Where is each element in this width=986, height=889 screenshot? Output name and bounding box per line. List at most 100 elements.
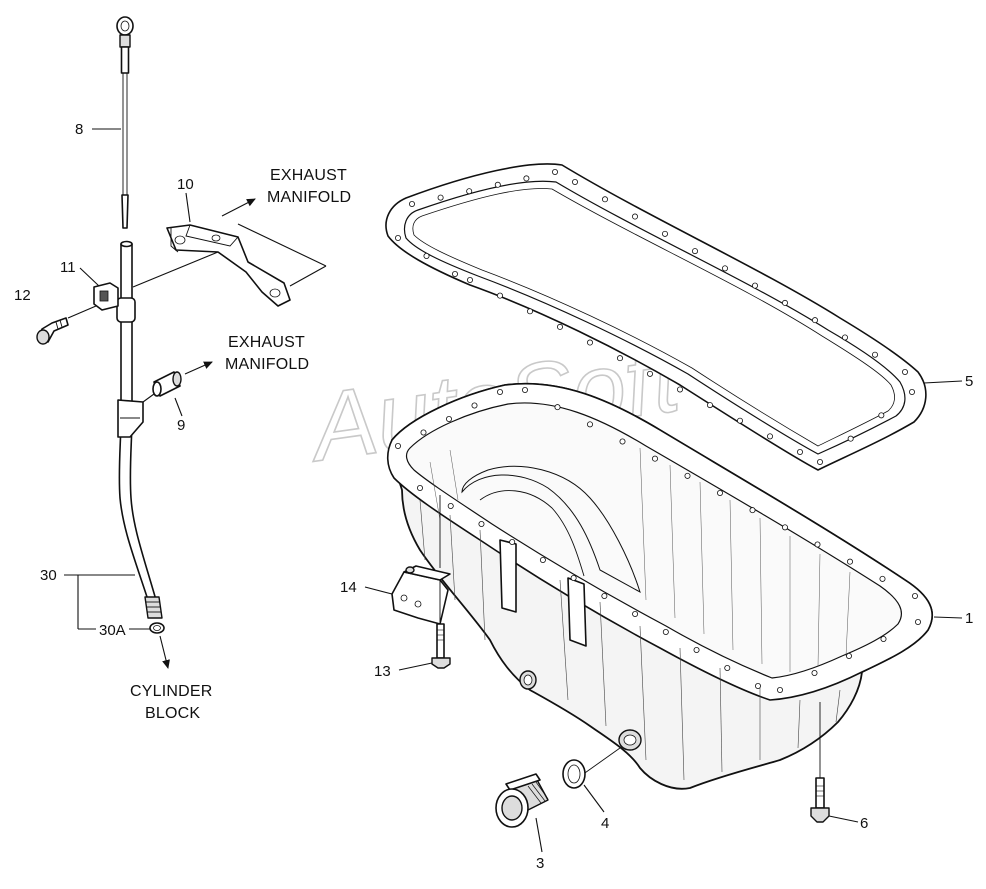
bolt-hole <box>777 687 784 694</box>
washer-4 <box>562 759 586 789</box>
callout-30a: 30A <box>99 622 126 639</box>
bolt-hole <box>466 276 473 283</box>
bolt-hole <box>647 370 654 377</box>
bolt-hole <box>717 489 724 496</box>
callout-9: 9 <box>177 417 185 434</box>
bolt-hole <box>572 178 579 185</box>
bolt-hole <box>737 417 744 424</box>
bolt-hole <box>872 351 879 358</box>
bolt-hole <box>878 412 885 419</box>
bolt-13 <box>431 623 451 669</box>
bracket-14 <box>391 565 451 625</box>
bolt-hole <box>782 524 789 531</box>
bolt-hole <box>880 636 887 643</box>
bolt-hole <box>496 388 503 395</box>
bolt-hole <box>724 665 731 672</box>
dipstick-assembly <box>116 16 165 634</box>
callout-3: 3 <box>536 855 544 872</box>
bolt-hole <box>814 541 821 548</box>
bolt-hole <box>522 386 529 393</box>
bolt-hole <box>496 292 503 299</box>
bolt-hole <box>782 299 789 306</box>
exhaust-manifold-mid-line1: EXHAUST <box>228 334 305 351</box>
bolt-hole <box>909 388 916 395</box>
bolt-hole <box>847 435 854 442</box>
bolt-hole <box>408 200 415 207</box>
bolt-hole <box>601 593 608 600</box>
gasket-bolt-holes <box>394 168 916 465</box>
bolt-hole <box>394 234 401 241</box>
callout-14: 14 <box>340 579 357 596</box>
bolt-hole <box>617 355 624 362</box>
callout-6: 6 <box>860 815 868 832</box>
exhaust-manifold-top-line1: EXHAUST <box>270 167 347 184</box>
bolt-hole <box>494 181 501 188</box>
oil-pan-gasket-5 <box>385 163 927 471</box>
bolt-hole <box>752 282 759 289</box>
clip-11 <box>93 282 119 311</box>
bolt-hole <box>570 575 577 582</box>
cylinder-block-label-line2: BLOCK <box>145 705 200 722</box>
callout-1: 1 <box>965 610 973 627</box>
bolt-hole <box>420 429 427 436</box>
spacer-9 <box>152 371 182 397</box>
bolt-hole <box>466 188 473 195</box>
cylinder-block-label-line1: CYLINDER <box>130 683 213 700</box>
bolt-hole <box>554 404 561 411</box>
bolt-hole <box>451 270 458 277</box>
bolt-hole <box>707 402 714 409</box>
bolt-hole <box>478 521 485 528</box>
bolt-hole <box>416 484 423 491</box>
bracket-10 <box>166 224 291 307</box>
bolt-hole <box>557 323 564 330</box>
callout-10: 10 <box>177 176 194 193</box>
bolt-hole <box>423 252 430 259</box>
callout-30: 30 <box>40 567 57 584</box>
bolt-hole <box>509 539 516 546</box>
bolt-hole <box>846 653 853 660</box>
bolt-hole <box>902 368 909 375</box>
bolt-hole <box>812 317 819 324</box>
bolt-hole <box>437 194 444 201</box>
bolt-hole <box>471 402 478 409</box>
callout-5: 5 <box>965 373 973 390</box>
bolt-hole <box>693 647 700 654</box>
bolt-hole <box>619 438 626 445</box>
drain-plug-3 <box>495 773 549 828</box>
bolt-12 <box>36 317 69 345</box>
bolt-hole <box>539 557 546 564</box>
bolt-hole <box>684 472 691 479</box>
bolt-hole <box>523 175 530 182</box>
bolt-hole <box>632 611 639 618</box>
bolt-hole <box>915 619 922 626</box>
bolt-hole <box>842 334 849 341</box>
bolt-hole <box>662 230 669 237</box>
bolt-hole <box>912 593 919 600</box>
bolt-hole <box>447 502 454 509</box>
bolt-hole <box>755 683 762 690</box>
bolt-hole <box>879 575 886 582</box>
bolt-hole <box>797 448 804 455</box>
bolt-hole <box>445 415 452 422</box>
bolt-hole <box>692 248 699 255</box>
bolt-hole <box>811 670 818 677</box>
callout-8: 8 <box>75 121 83 138</box>
bolt-hole <box>677 386 684 393</box>
bolt-hole <box>587 339 594 346</box>
bolt-hole <box>552 168 559 175</box>
callout-4: 4 <box>601 815 609 832</box>
oil-pan-flange-holes <box>394 386 922 694</box>
bolt-hole <box>767 433 774 440</box>
bolt-hole <box>587 421 594 428</box>
bolt-hole <box>652 455 659 462</box>
callout-13: 13 <box>374 663 391 680</box>
exhaust-manifold-mid-line2: MANIFOLD <box>225 356 309 373</box>
callout-11: 11 <box>60 259 76 276</box>
callout-12: 12 <box>14 287 31 304</box>
bolt-hole <box>527 308 534 315</box>
bolt-hole <box>722 265 729 272</box>
bolt-6 <box>810 777 830 823</box>
oil-pan-1 <box>386 382 933 790</box>
bolt-hole <box>662 629 669 636</box>
bolt-hole <box>602 196 609 203</box>
